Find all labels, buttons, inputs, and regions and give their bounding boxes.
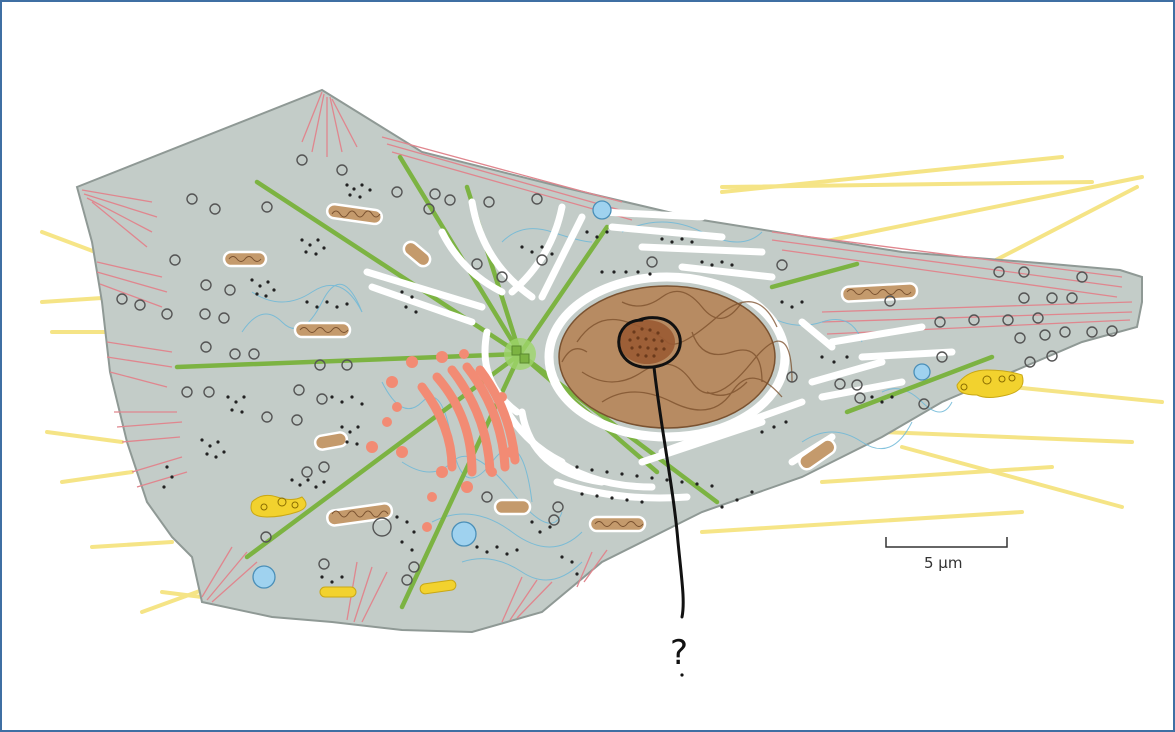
nucleolus bbox=[619, 320, 675, 364]
annotation-line bbox=[652, 365, 685, 619]
mitochondria-cristae bbox=[228, 210, 912, 527]
annotation-pointer bbox=[617, 316, 685, 619]
endoplasmic-reticulum bbox=[363, 198, 956, 502]
annotation-circle bbox=[617, 316, 682, 369]
scale-bar-label: 5 µm bbox=[924, 554, 962, 572]
lysosome-inclusions bbox=[260, 374, 1016, 511]
nuclear-envelope bbox=[544, 272, 790, 442]
centrosome bbox=[504, 338, 536, 370]
extracellular-fibers bbox=[40, 155, 1164, 614]
golgi-apparatus bbox=[366, 349, 520, 532]
vesicles bbox=[116, 154, 1118, 586]
lysosomes bbox=[250, 369, 1024, 598]
question-mark: ? bbox=[670, 633, 688, 673]
mitochondria bbox=[222, 202, 919, 533]
actin-filaments bbox=[81, 91, 1133, 623]
blue-vesicles bbox=[252, 200, 931, 589]
scale-bar: 5 µm bbox=[885, 537, 1008, 572]
question-mark-dot bbox=[680, 673, 684, 677]
